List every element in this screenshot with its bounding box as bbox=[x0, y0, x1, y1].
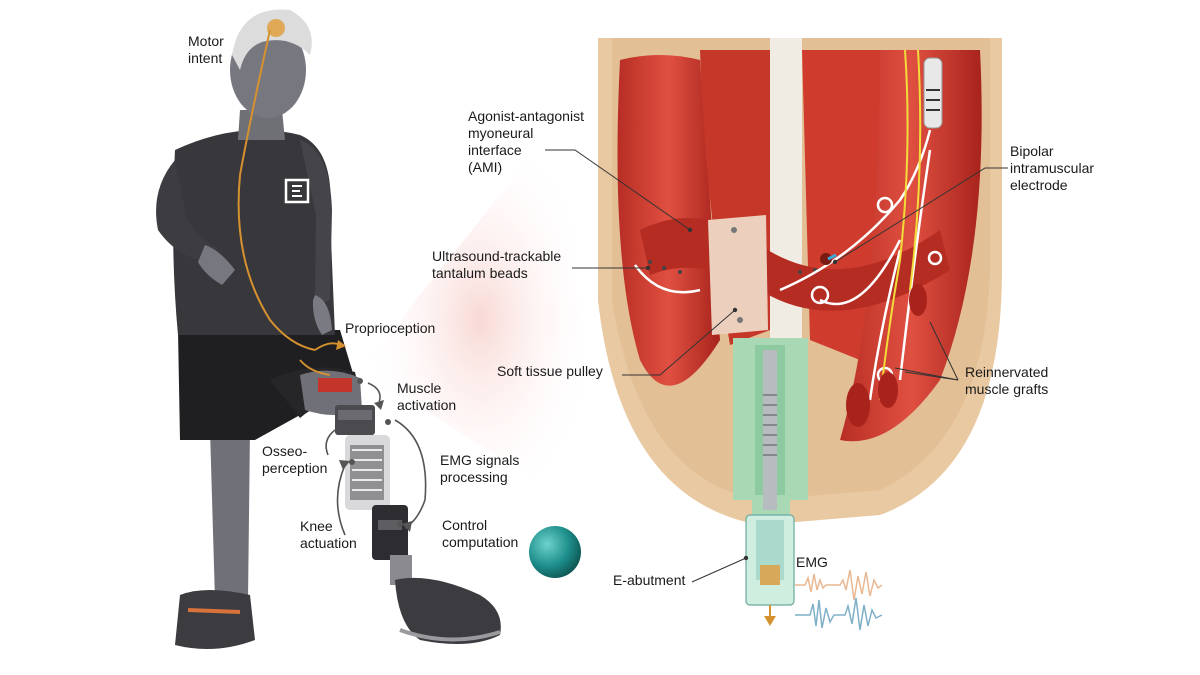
nerves bbox=[879, 49, 922, 401]
label-soft-tissue-pulley: Soft tissue pulley bbox=[497, 363, 603, 379]
zoom-cone bbox=[360, 120, 600, 520]
person-figure bbox=[156, 9, 362, 649]
label-bipolar-electrode: Bipolar intramuscular electrode bbox=[1010, 143, 1095, 193]
label-emg-signals-processing: EMG signals processing bbox=[440, 452, 520, 485]
label-tantalum-beads: Ultrasound-trackable tantalum beads bbox=[432, 248, 562, 281]
emg-waveform-orange bbox=[795, 569, 883, 601]
reinnervated-muscle-grafts bbox=[846, 284, 927, 427]
electrode-connector bbox=[820, 57, 943, 265]
label-motor-intent: Motor intent bbox=[188, 33, 224, 66]
label-emg: EMG bbox=[796, 554, 828, 570]
label-ami: Agonist-antagonist myoneural interface (… bbox=[468, 108, 584, 175]
label-e-abutment: E-abutment bbox=[613, 572, 686, 588]
callout-lines bbox=[545, 149, 1008, 583]
arrow-heads bbox=[339, 400, 412, 532]
residual-limb bbox=[598, 38, 1002, 525]
label-reinnervated-grafts: Reinnervated muscle grafts bbox=[965, 364, 1049, 397]
label-muscle-activation: Muscle activation bbox=[397, 380, 457, 413]
soft-tissue-pulley bbox=[708, 215, 768, 335]
prosthetic-leg bbox=[335, 405, 501, 644]
brand-logo-icon bbox=[284, 178, 310, 204]
e-abutment bbox=[733, 338, 808, 626]
label-proprioception: Proprioception bbox=[345, 320, 436, 336]
label-control-computation: Control computation bbox=[442, 517, 519, 550]
control-loop-arrows bbox=[325, 382, 427, 536]
emg-waveform-blue bbox=[795, 597, 883, 631]
ball bbox=[529, 526, 581, 578]
callout-dots bbox=[645, 227, 838, 561]
label-osseoperception: Osseo- perception bbox=[262, 443, 328, 476]
label-knee-actuation: Knee actuation bbox=[300, 518, 357, 551]
nerve-path bbox=[237, 29, 316, 351]
